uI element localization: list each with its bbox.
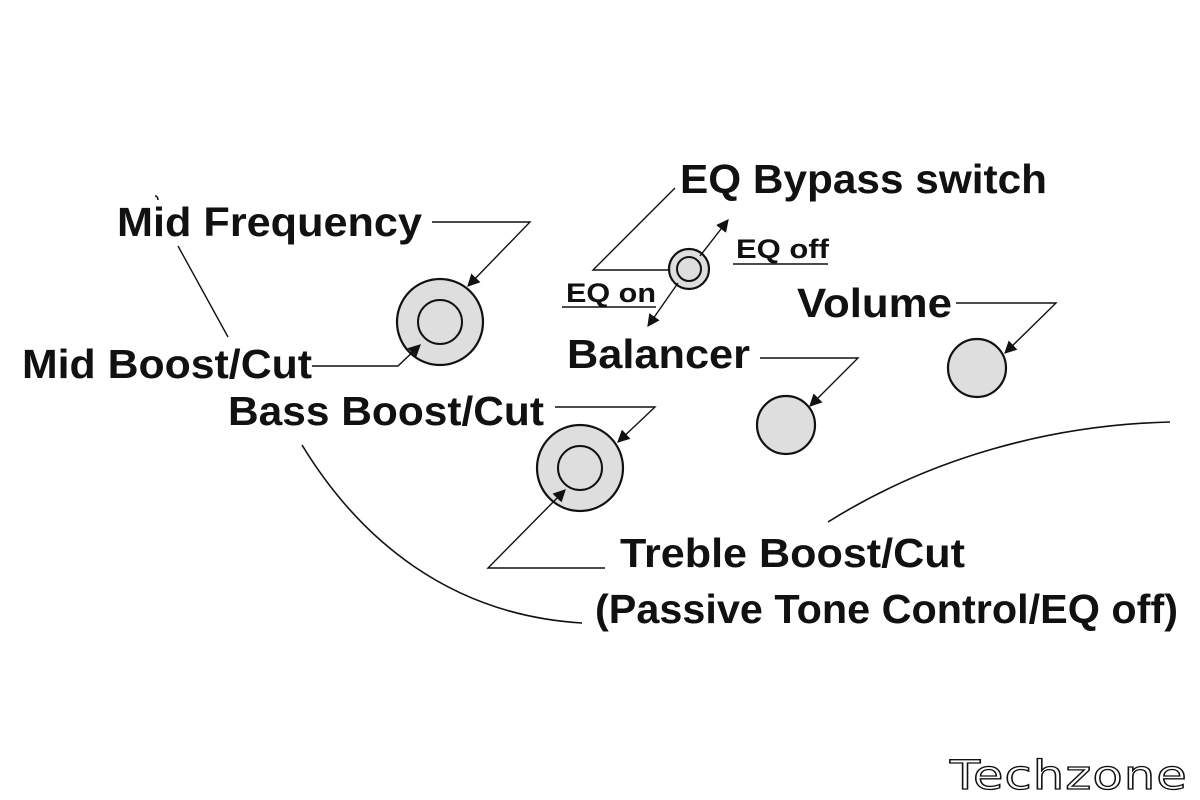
leader-treble-boost-cut	[486, 489, 605, 569]
label-volume: Volume	[797, 280, 952, 326]
label-treble-boost-cut: Treble Boost/Cut	[620, 530, 965, 576]
knob-bass-treble-stack	[535, 423, 625, 513]
arrow-eq-off	[699, 219, 729, 257]
label-passive-tone-control: (Passive Tone Control/EQ off)	[595, 586, 1178, 632]
label-eq-off: EQ off	[736, 234, 830, 264]
arrow-eq-on	[647, 282, 679, 328]
leader-lines	[177, 187, 1058, 569]
body-curve-lower-left	[301, 444, 583, 624]
knob-mid-stack	[395, 277, 485, 367]
eq-bypass-switch	[667, 247, 711, 291]
label-bass-boost-cut: Bass Boost/Cut	[228, 388, 544, 434]
treble-boost-cut-knob	[557, 445, 603, 491]
leader-bass-boost-cut	[555, 406, 657, 443]
eq-bypass-switch-inner	[676, 256, 702, 282]
label-mid-frequency: Mid Frequency	[117, 199, 422, 245]
label-eq-bypass-switch: EQ Bypass switch	[680, 156, 1047, 202]
label-balancer: Balancer	[567, 331, 750, 377]
leader-eq-bypass-switch	[591, 187, 676, 271]
leader-balancer	[760, 357, 860, 407]
volume-knob	[946, 337, 1008, 399]
mid-boost-cut-knob	[417, 299, 463, 345]
watermark-techzone: Techzone	[949, 753, 1188, 799]
label-eq-on: EQ on	[566, 278, 656, 308]
labels: Mid Frequency Mid Boost/Cut Bass Boost/C…	[22, 156, 1178, 632]
leader-mid-boost-cut	[312, 344, 421, 367]
body-curve-lower-right	[827, 421, 1171, 523]
body-curve-upper-left	[154, 195, 159, 201]
leader-mid-frequency	[432, 221, 532, 287]
body-outline	[154, 195, 1171, 624]
leader-mid-frequency-to-boost	[177, 245, 229, 338]
leader-volume	[956, 302, 1058, 354]
label-mid-boost-cut: Mid Boost/Cut	[22, 341, 312, 387]
balancer-knob	[755, 394, 817, 456]
